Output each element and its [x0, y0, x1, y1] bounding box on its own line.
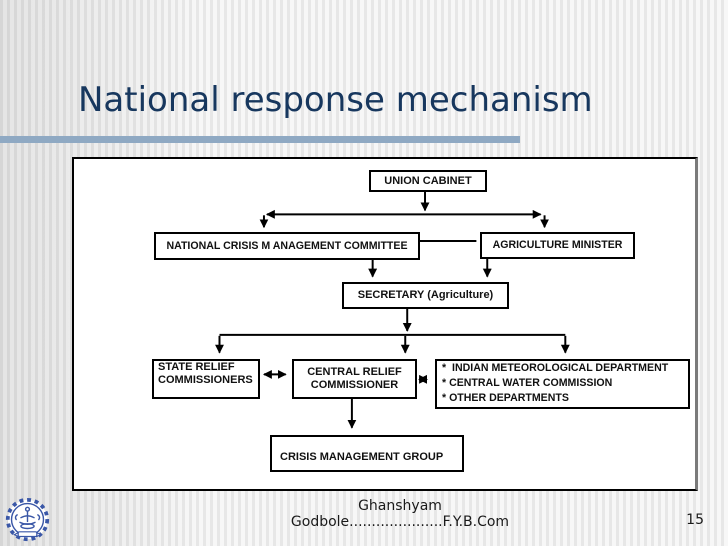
- node-label: COMMISSIONER: [310, 379, 399, 391]
- node-label: COMMISSIONERS: [158, 374, 253, 386]
- node-label: * CENTRAL WATER COMMISSION: [442, 377, 613, 389]
- node-label: SECRETARY (Agriculture): [357, 289, 494, 301]
- node-label: STATE RELIEF: [158, 361, 235, 373]
- node-label: UNION CABINET: [384, 174, 472, 187]
- connector-lines: [215, 191, 570, 429]
- title-underline: [0, 136, 520, 143]
- node-supporting-departments: * INDIAN METEOROLOGICAL DEPARTMENT * CEN…: [435, 359, 690, 409]
- node-label: CENTRAL RELIEF: [307, 366, 402, 378]
- node-state-relief-commissioners: STATE RELIEF COMMISSIONERS: [152, 359, 260, 399]
- node-crisis-management-group: CRISIS MANAGEMENT GROUP: [270, 435, 464, 472]
- institute-emblem-icon: [5, 497, 50, 542]
- node-secretary-agriculture: SECRETARY (Agriculture): [342, 282, 509, 309]
- footer-credit: Ghanshyam Godbole.....................F.…: [150, 498, 650, 530]
- node-label: AGRICULTURE MINISTER: [492, 239, 623, 251]
- slide-title: National response mechanism: [78, 80, 593, 120]
- node-national-crisis-management-committee: NATIONAL CRISIS M ANAGEMENT COMMITTEE: [154, 232, 420, 260]
- node-union-cabinet: UNION CABINET: [369, 170, 487, 192]
- node-label: * INDIAN METEOROLOGICAL DEPARTMENT: [442, 362, 669, 374]
- page-number: 15: [686, 512, 704, 528]
- footer-line-2: Godbole.....................F.Y.B.Com: [290, 514, 510, 530]
- diagram-panel: UNION CABINET NATIONAL CRISIS M ANAGEMEN…: [72, 157, 698, 491]
- footer-line-1: Ghanshyam: [358, 498, 442, 514]
- node-label: * OTHER DEPARTMENTS: [442, 392, 569, 404]
- node-label: CRISIS MANAGEMENT GROUP: [280, 451, 444, 463]
- node-label: NATIONAL CRISIS M ANAGEMENT COMMITTEE: [166, 239, 408, 252]
- node-central-relief-commissioner: CENTRAL RELIEF COMMISSIONER: [292, 359, 417, 399]
- node-agriculture-minister: AGRICULTURE MINISTER: [480, 232, 635, 259]
